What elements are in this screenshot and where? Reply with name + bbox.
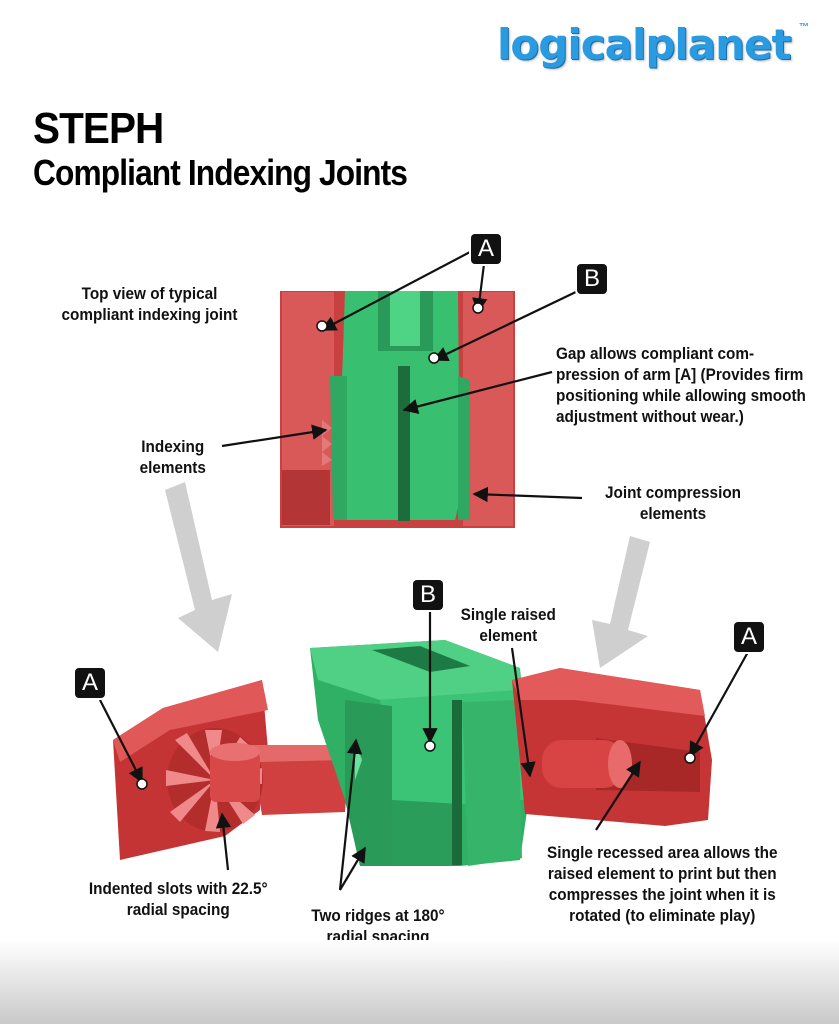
callout-indexing: Indexing elements: [139, 437, 206, 477]
label-a-left: A: [75, 668, 105, 698]
leader-gap: [402, 370, 553, 415]
label-b-bottom: B: [413, 580, 443, 610]
leader-slots: [215, 812, 232, 871]
callout-top-view: Top view of typical compliant indexing j…: [61, 284, 238, 324]
callout-gap: Gap allows compliant com-pression of arm…: [556, 344, 806, 426]
leader-a-left: [99, 699, 143, 784]
leader-ridge-2: [339, 846, 366, 891]
bottom-fade: [0, 940, 839, 1024]
leader-a-right: [689, 651, 749, 758]
label-a-right: A: [734, 622, 764, 652]
part-b: [310, 640, 530, 866]
leader-raised: [510, 647, 536, 778]
part-a-left: [113, 680, 348, 860]
callout-recessed: Single recessed area allows the raised e…: [547, 843, 778, 925]
trademark-mark: ™: [799, 22, 809, 33]
label-b-top: B: [577, 264, 607, 294]
page-subtitle: Compliant Indexing Joints: [33, 152, 408, 193]
leader-ridge-1: [338, 738, 363, 891]
page-title: STEPH: [33, 104, 164, 153]
part-a-right: [512, 668, 712, 826]
leader-a-top-left: [320, 251, 471, 331]
down-arrow-right: [592, 536, 650, 668]
callout-compression: Joint compression elements: [604, 483, 742, 523]
brand-logo: logicalplanet: [497, 20, 792, 69]
leader-b-top: [432, 289, 581, 361]
leader-indexing: [221, 424, 328, 448]
leader-compression: [472, 486, 583, 503]
callout-raised: Single raised element: [460, 605, 556, 645]
callout-slots: Indented slots with 22.5° radial spacing: [88, 879, 268, 919]
label-a-top: A: [471, 234, 501, 264]
down-arrow-left: [165, 482, 232, 652]
leader-recessed: [595, 760, 641, 831]
top-view-image: [280, 291, 515, 528]
